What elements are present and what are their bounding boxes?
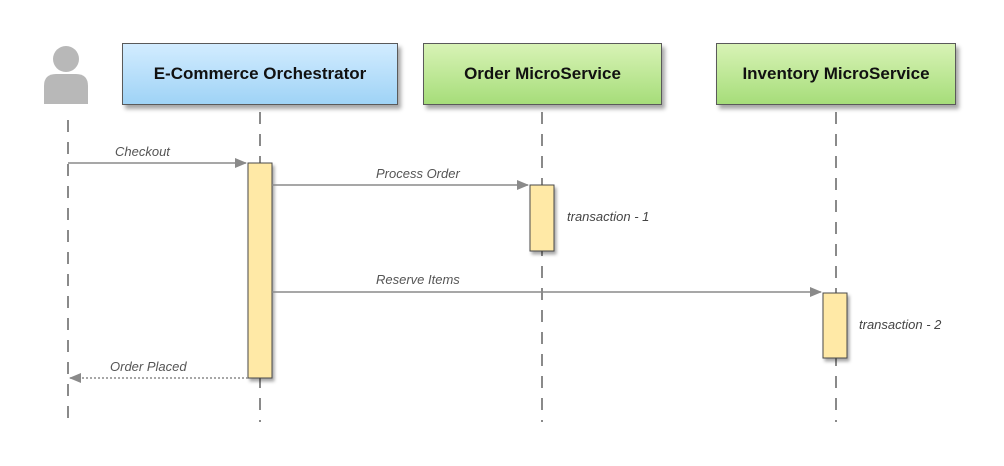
note-transaction-2: transaction - 2 <box>859 317 942 332</box>
participant-inventory-service-label: Inventory MicroService <box>742 64 930 83</box>
activation-order <box>529 184 555 252</box>
user-icon <box>44 46 88 104</box>
message-checkout-label: Checkout <box>115 144 170 159</box>
participant-orchestrator-label: E-Commerce Orchestrator <box>153 64 367 83</box>
note-transaction-1: transaction - 1 <box>567 209 650 224</box>
participant-order-service-label: Order MicroService <box>464 64 621 83</box>
message-process-order-label: Process Order <box>376 166 460 181</box>
activation-inventory <box>822 292 848 359</box>
activation-orchestrator <box>247 162 273 379</box>
participant-orchestrator: E-Commerce Orchestrator <box>122 43 398 105</box>
message-reserve-items-label: Reserve Items <box>376 272 460 287</box>
participant-inventory-service: Inventory MicroService <box>716 43 956 105</box>
message-order-placed-label: Order Placed <box>110 359 187 374</box>
participant-order-service: Order MicroService <box>423 43 662 105</box>
